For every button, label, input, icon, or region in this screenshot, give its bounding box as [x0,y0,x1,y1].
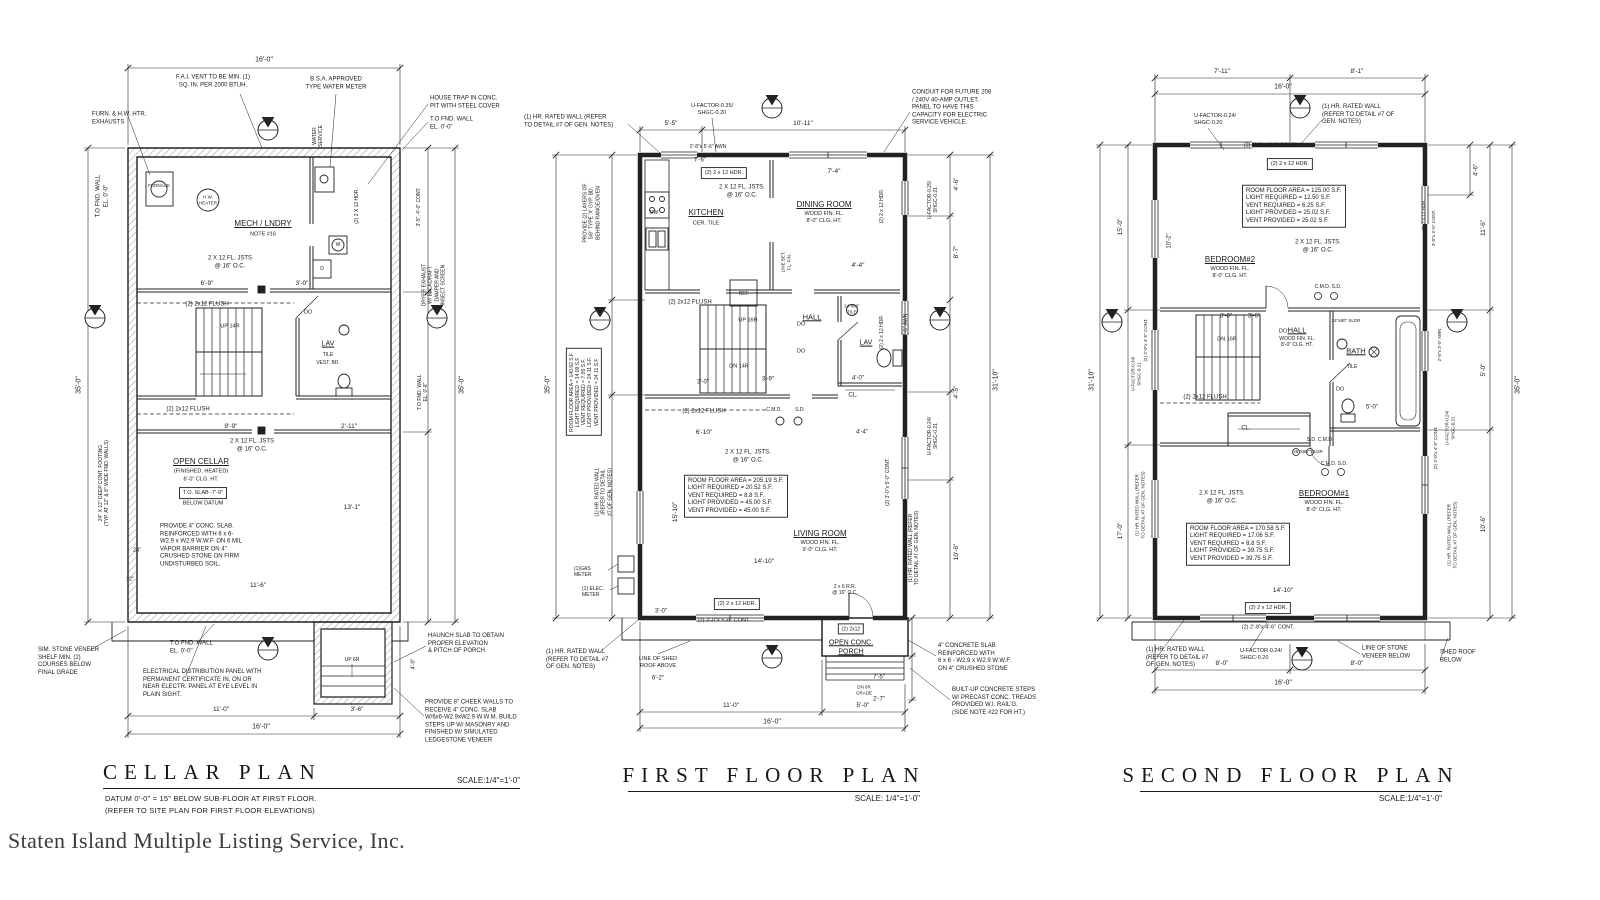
section-marker [426,305,448,329]
bedroom1-door-swing [1309,445,1330,467]
first-floor-dimensions [552,126,994,732]
first-floor-windows [636,151,909,622]
first-floor-plan-scale: SCALE: 1/4"=1'-0" [854,794,920,803]
second-floor-leader-lines [1157,119,1449,661]
cellar-lav-toilet [337,373,351,389]
cellar-note-line2: (REFER TO SITE PLAN FOR FIRST FLOOR ELEV… [105,805,315,815]
entry-door-swing [848,592,874,618]
cellar-title-block: CELLAR PLAN SCALE:1/4"=1'-0" [103,760,520,789]
section-marker [1101,309,1123,333]
kitchen-sink [645,227,669,251]
section-marker [257,117,279,141]
cellar-note-line1: DATUM 0'-0" = 15" BELOW SUB-FLOOR AT FIR… [105,794,317,803]
second-floor-plan-scale: SCALE:1/4"=1'-0" [1378,794,1442,803]
first-floor-plan-drawing [552,95,994,732]
smoke-detector [793,416,803,426]
section-marker [1289,95,1311,119]
cellar-stairs [195,307,263,397]
second-floor-plan-title: SECOND FLOOR PLAN [1122,763,1460,787]
kitchen-range [644,191,670,219]
cellar-porch [313,621,393,705]
cellar-dimensions [84,64,459,738]
cellar-plan-notes: DATUM 0'-0" = 15" BELOW SUB-FLOOR AT FIR… [105,793,317,816]
cellar-plan-title: CELLAR PLAN [103,760,322,784]
kitchen-counter [644,159,670,291]
first-floor-stairs [699,304,767,394]
first-floor-porch [821,617,909,681]
second-floor-dimensions [1096,74,1516,694]
second-floor-title-block: SECOND FLOOR PLAN [1122,763,1453,792]
bath-sink [1336,338,1348,350]
section-marker [1446,309,1468,333]
refrigerator [729,279,758,307]
second-floor-bath-fixtures [1336,315,1421,427]
watermark: Staten Island Multiple Listing Service, … [8,828,406,853]
cellar-plan-scale: SCALE:1/4"=1'-0" [456,776,520,785]
bath-door-leaf [1329,362,1351,383]
gas-meter [617,555,635,573]
second-floor-plan-drawing [1096,74,1516,694]
bath-toilet [1341,398,1355,414]
cellar-plan-drawing [84,64,459,738]
lav-sink [846,304,858,316]
section-marker [1291,647,1313,671]
shed-roof-below [1131,621,1451,641]
second-floor-detectors [1292,292,1345,476]
second-floor-stairs [1195,314,1261,401]
section-marker [589,307,611,331]
bathtub [1395,315,1421,427]
cellar-leader-lines [89,93,429,717]
lav-toilet [876,348,892,368]
smoke-detector [775,416,785,426]
first-floor-leader-lines [599,111,951,701]
hall-closet [1227,412,1311,447]
bedroom2-door-swing [1265,285,1289,309]
exhaust-fan-symbol [1368,346,1380,358]
first-floor-title-block: FIRST FLOOR PLAN [623,763,920,792]
section-marker [929,307,951,331]
cellar-lav-sink [338,324,350,336]
first-floor-fixtures [617,159,903,595]
first-floor-plan-title: FIRST FLOOR PLAN [622,763,926,787]
section-marker [761,95,783,119]
electric-meter [617,577,635,595]
second-floor-windows [1151,141,1429,622]
cellar-fixtures [145,166,353,435]
section-marker [761,645,783,669]
